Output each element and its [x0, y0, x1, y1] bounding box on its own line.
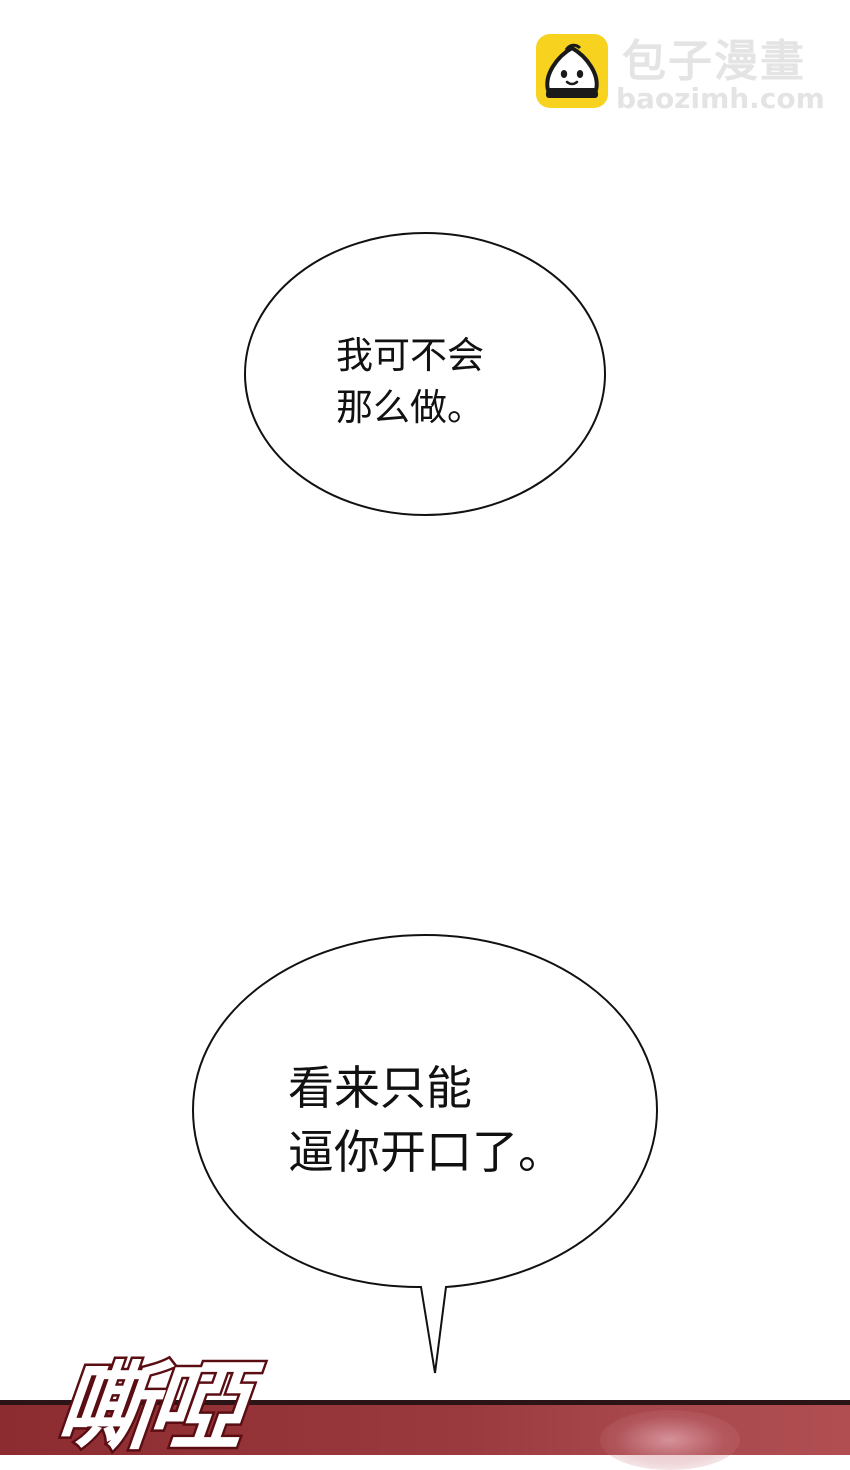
watermark-title: 包子漫畫 — [622, 36, 806, 87]
bun-mascot-icon — [536, 34, 608, 108]
watermark-url: baozimh.com — [616, 82, 825, 115]
speech-bubble-1-text: 我可不会 那么做。 — [336, 330, 484, 434]
speech-line: 逼你开口了。 — [288, 1125, 564, 1179]
sound-effect-text: 嘶啞 — [50, 1348, 247, 1466]
watermark: 包子漫畫 baozimh.com — [536, 34, 836, 114]
speech-line: 那么做。 — [336, 386, 484, 429]
speech-bubble-2-outline — [191, 933, 659, 1374]
speech-bubble-2-text: 看来只能 逼你开口了。 — [288, 1056, 564, 1184]
panel-highlight — [600, 1410, 740, 1470]
speech-line: 看来只能 — [288, 1061, 472, 1115]
speech-line: 我可不会 — [336, 334, 484, 377]
speech-bubble-1-outline — [244, 232, 606, 516]
